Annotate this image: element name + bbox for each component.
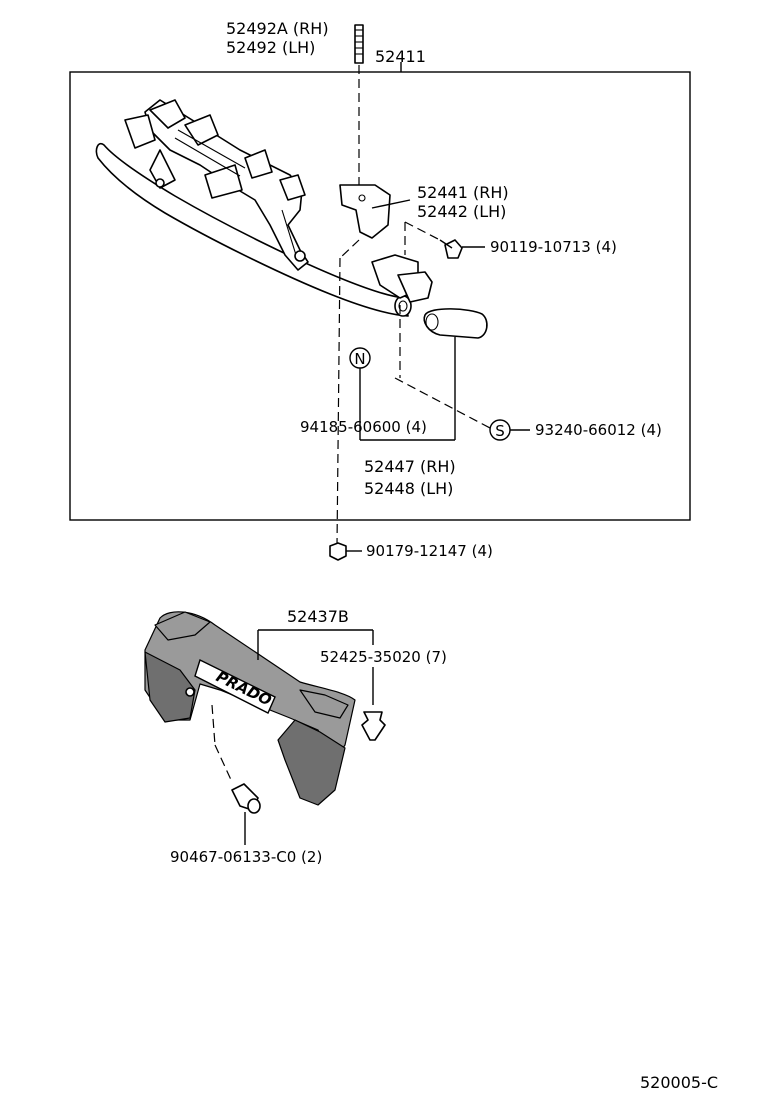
diagram-code: 520005-C	[640, 1073, 718, 1092]
label-cap-rh: 52447 (RH)	[364, 457, 456, 476]
label-bar-assy: 52411	[375, 47, 426, 66]
marker-s-label: S	[495, 422, 505, 440]
label-bracket-rh: 52441 (RH)	[417, 183, 509, 202]
label-screw: 90467-06133-C0 (2)	[170, 848, 322, 866]
screw-guide-line-b	[214, 744, 233, 783]
bolt-guide-line	[404, 221, 441, 241]
label-bolt-s: 93240-66012 (4)	[535, 421, 662, 439]
s-guide-line	[394, 377, 491, 429]
end-cap	[423, 308, 488, 339]
assembly-frame	[69, 71, 691, 521]
marker-n	[349, 347, 371, 369]
guide-line-vertical	[336, 257, 341, 546]
screw-icon	[231, 783, 261, 814]
label-nut-bottom: 90179-12147 (4)	[366, 542, 493, 560]
label-cover: 52437B	[287, 607, 349, 626]
label-clip: 52425-35020 (7)	[320, 648, 447, 666]
marker-n-label: N	[354, 350, 365, 368]
mounting-bracket	[339, 184, 433, 303]
label-nut-n: 94185-60600 (4)	[300, 418, 427, 436]
front-cover: PRADO	[144, 611, 356, 806]
nut-icon	[329, 542, 347, 561]
guide-line-a	[339, 239, 360, 259]
label-stud-lh: 52492 (LH)	[226, 38, 315, 57]
stud-icon	[354, 24, 364, 64]
bracket-leader	[371, 199, 411, 209]
label-bracket-lh: 52442 (LH)	[417, 202, 506, 221]
screw-guide-line	[211, 704, 216, 746]
clip-icon	[361, 711, 386, 741]
label-stud-rh: 52492A (RH)	[226, 19, 329, 38]
bolt-icon	[439, 239, 463, 259]
label-cap-lh: 52448 (LH)	[364, 479, 453, 498]
guard-bar	[95, 99, 412, 317]
emblem-plate	[194, 659, 276, 714]
label-bolt: 90119-10713 (4)	[490, 238, 617, 256]
